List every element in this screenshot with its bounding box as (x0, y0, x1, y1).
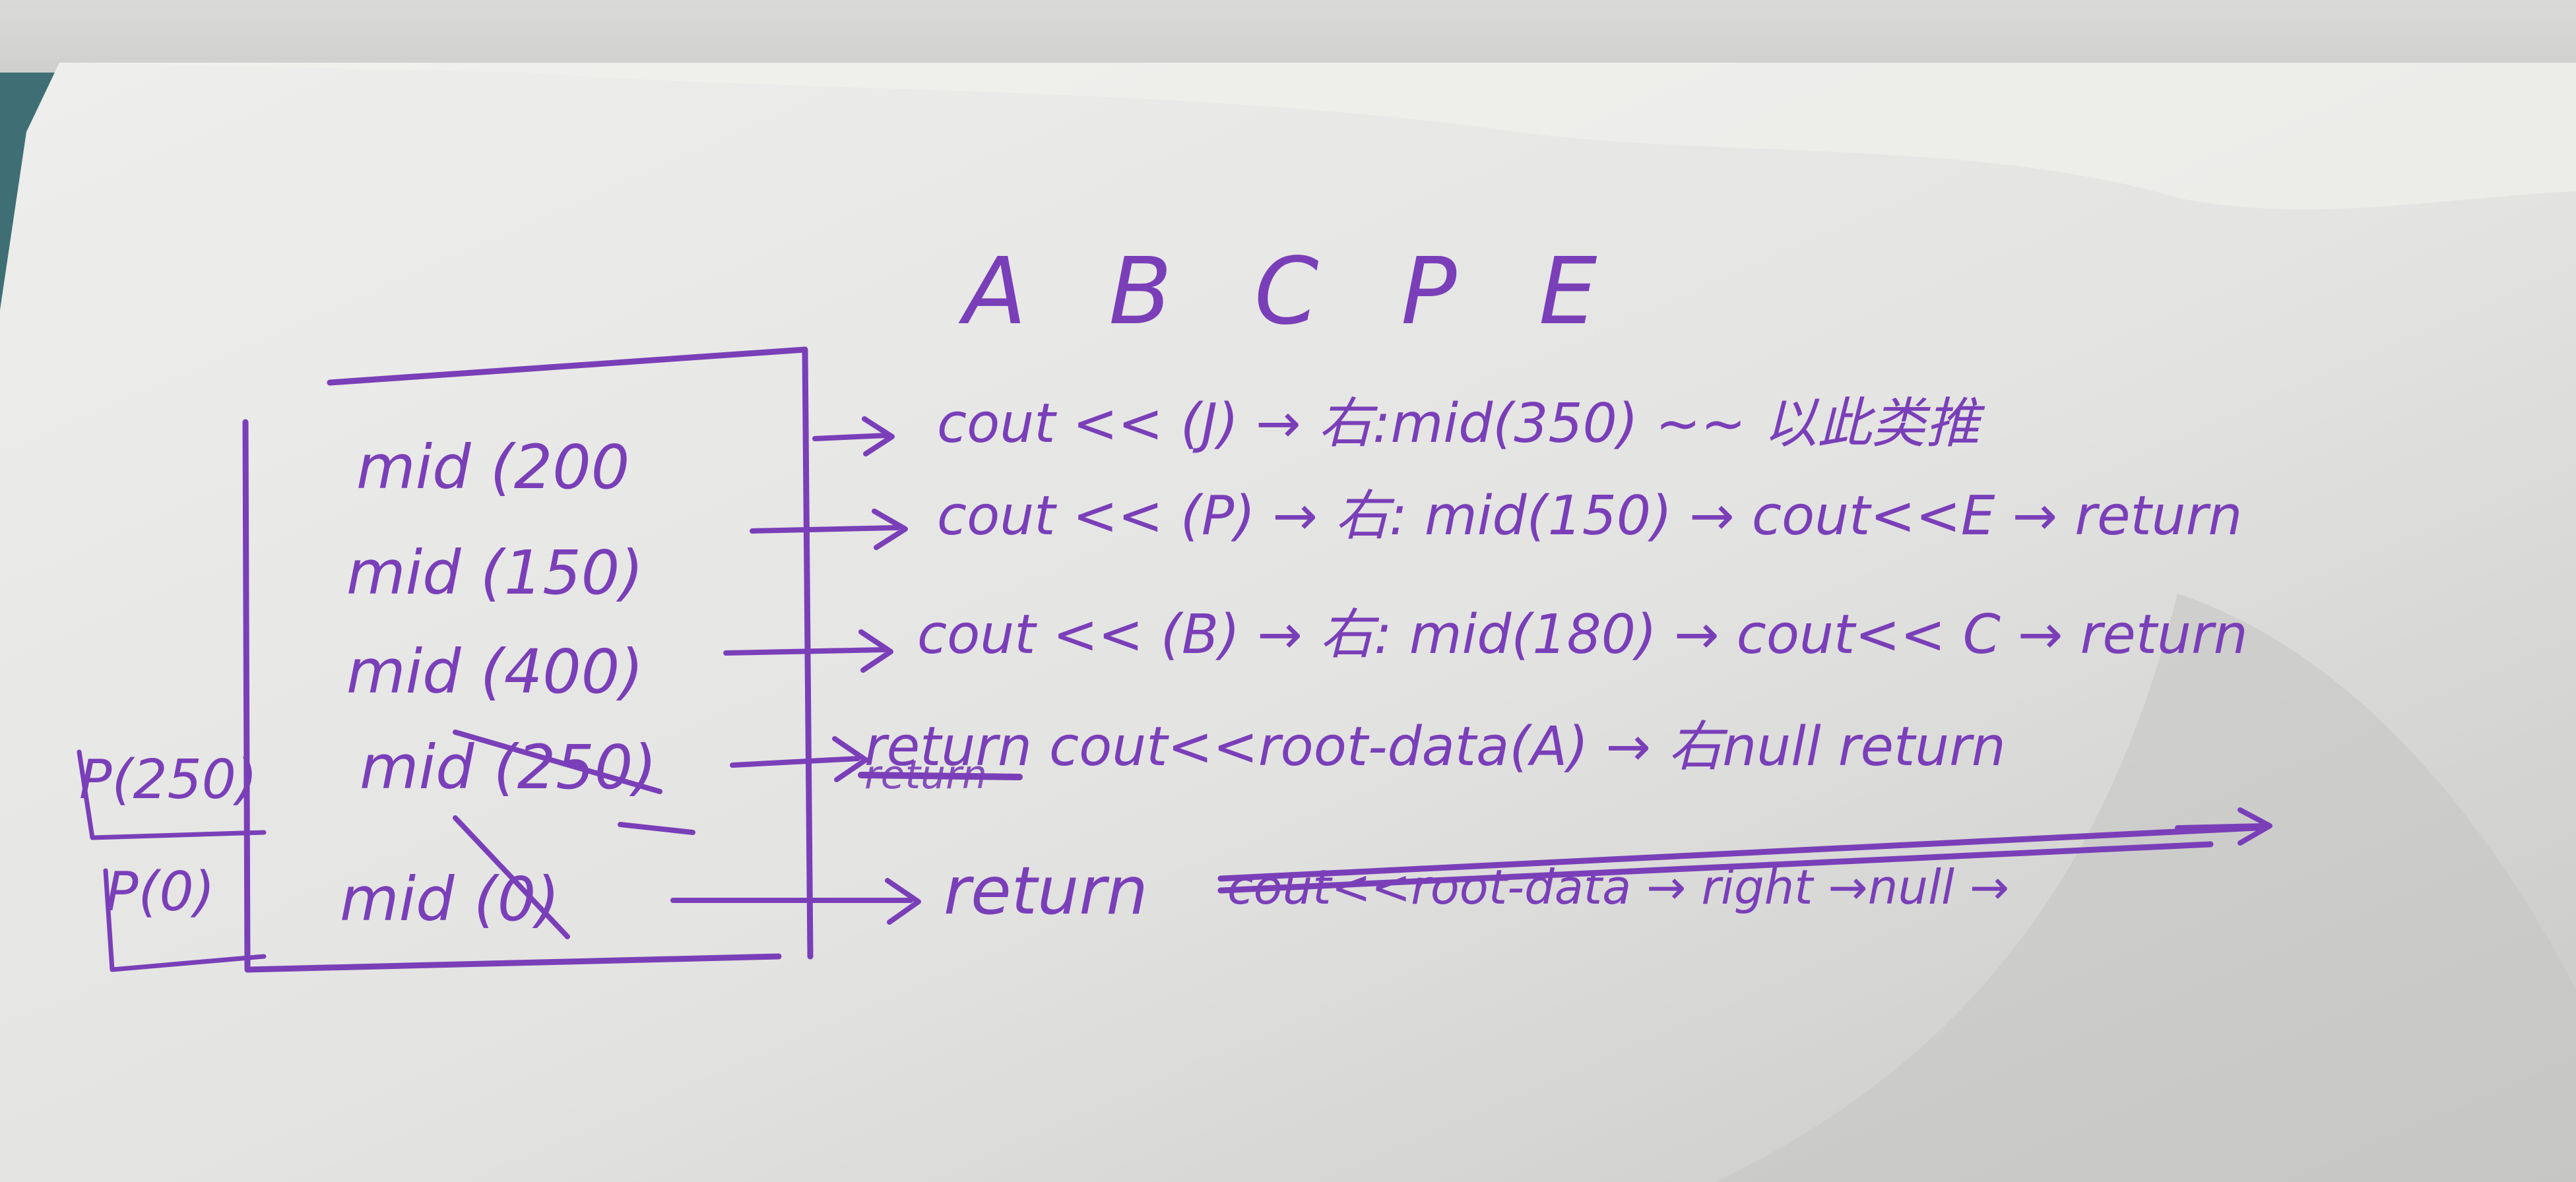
arrow-2 (750, 509, 908, 550)
paper-crinkle (59, 63, 2576, 210)
trace-line-1: cout << (J) → 右:mid(350) ~~ 以此类推 (937, 392, 1985, 455)
strike-1 (858, 772, 1023, 780)
stack-frame-3: mid (400) (346, 637, 643, 707)
arrow-5 (670, 878, 921, 925)
stack-frame-1: mid (200 (356, 432, 629, 503)
trace-line-4: return cout<<root-data(A) → 右null return (864, 716, 2006, 778)
sheet-behind (0, 0, 2576, 73)
strike-arrow (2175, 807, 2272, 846)
handwriting: A B C P E mid (200 mid (150) mid (400) m… (77, 238, 2272, 973)
pointer-brackets (77, 749, 267, 972)
arrow-1 (812, 416, 895, 456)
trace-line-5: return (944, 852, 1148, 929)
pointer-label-1: P(250) (79, 749, 257, 811)
strike-2 (1217, 824, 2260, 882)
arrow-4 (730, 736, 868, 782)
stack-frame-5: mid (0) (340, 864, 560, 935)
frame-tick (618, 822, 695, 835)
notebook-paper (0, 63, 2576, 1182)
frame-cross-2 (453, 815, 570, 939)
strike-3 (1217, 841, 2214, 894)
trace-line-2: cout << (P) → 右: mid(150) → cout<<E → re… (937, 485, 2242, 547)
trace-line-3: cout << (B) → 右: mid(180) → cout<< C → r… (917, 604, 2248, 666)
crossed-out-2: cout<<root-data → right →null → (1227, 859, 2009, 915)
stack-box (242, 346, 814, 973)
header-letters: A B C P E (958, 238, 1623, 346)
stack-frame-2: mid (150) (346, 538, 643, 608)
pointer-label-2: P(0) (106, 861, 215, 923)
paper-shadow (1716, 594, 2576, 1182)
stack-frame-4: mid (250) (360, 732, 657, 803)
frame-cross-1 (453, 730, 662, 794)
arrow-3 (723, 629, 893, 673)
